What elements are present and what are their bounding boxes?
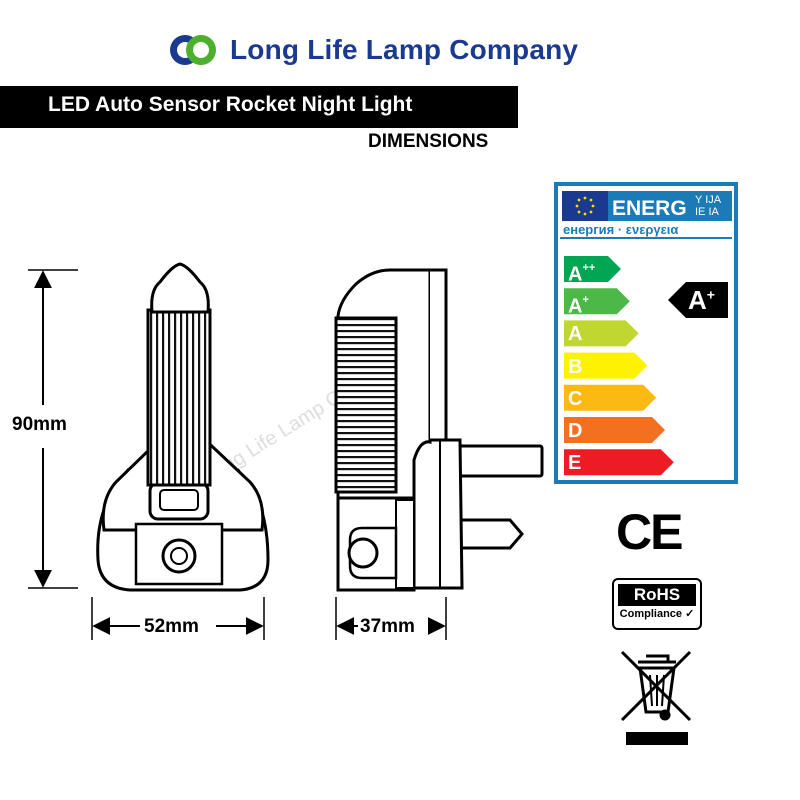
energy-class-label: A++ [568,262,596,286]
depth-dimension-label: 37mm [360,616,415,637]
energy-class-label: B [568,355,583,378]
front-view [96,262,270,592]
energy-class-label: A [568,323,583,346]
width-dimension-line [91,597,265,640]
energy-class-label: A+ [568,294,589,318]
depth-dimension-line [335,597,447,640]
height-dimension-line [28,269,78,589]
title-bar [0,86,518,128]
page-subtitle: DIMENSIONS [368,131,489,152]
eu-flag-icon [562,191,608,221]
height-dimension-label: 90mm [12,414,67,435]
brand-header: Long Life Lamp Company [168,28,578,72]
rohs-title: RoHS [618,584,696,606]
side-view [334,268,544,592]
energy-class-label: E [568,452,582,475]
ce-mark: CE [616,504,683,560]
energy-class-arrow [564,320,639,347]
energy-class-arrow [564,417,665,443]
energy-class-arrow [564,384,657,411]
brand-name: Long Life Lamp Company [230,34,579,65]
energy-class-label: D [568,420,583,442]
energy-label-subheader: енергия · ενεργεια [563,222,679,237]
energy-class-arrow [564,256,621,282]
energy-class-arrow [564,352,648,379]
two-overlapping-circles-logo-icon [170,35,216,65]
energy-class-arrow [564,449,674,476]
rating-arrow [668,282,728,318]
energy-label-header: ENERG [612,197,687,220]
energy-class-arrow [564,288,630,315]
energy-class-label: C [568,387,583,410]
energy-rating-label: A+ [688,285,715,315]
width-dimension-label: 52mm [144,616,199,637]
rohs-subtitle: Compliance ✓ [619,608,695,620]
page-title: LED Auto Sensor Rocket Night Light [48,93,413,116]
energy-label-header-superscript: Y IJA IE IA [695,194,722,218]
rohs-badge: RoHS Compliance ✓ [612,578,702,630]
